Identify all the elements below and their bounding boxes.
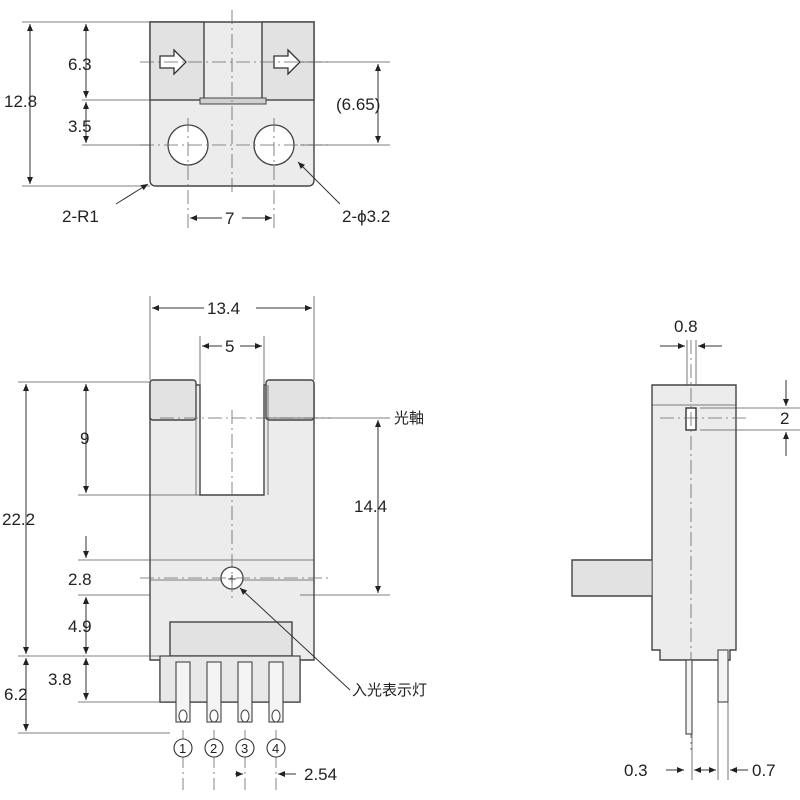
top-view: 12.8 6.3 3.5 (6.65) 7 2-R1 2-ϕ3.2	[4, 10, 390, 232]
dim-front-width: 13.4	[207, 299, 240, 318]
svg-text:1: 1	[179, 741, 186, 756]
dim-front-slot-depth: 9	[80, 429, 89, 448]
side-body	[651, 384, 737, 661]
pin-label-3: 3	[235, 738, 255, 758]
front-left-cap	[149, 379, 197, 421]
pin-1	[175, 661, 191, 723]
label-optical-axis: 光軸	[394, 409, 424, 427]
dim-top-upper: 6.3	[68, 55, 92, 74]
pin-label-2: 2	[204, 738, 224, 758]
svg-text:2: 2	[210, 741, 217, 756]
dim-top-right: (6.65)	[336, 95, 380, 114]
dim-axis-led: 14.4	[354, 497, 387, 516]
side-view: 0.8 2 0.3 0.7	[571, 317, 800, 780]
dim-front-led: 2.8	[68, 570, 92, 589]
pin-label-4: 4	[266, 738, 286, 758]
label-holes: 2-ϕ3.2	[342, 207, 390, 226]
dim-top-height: 12.8	[4, 92, 37, 111]
label-indicator: 入光表示灯	[352, 681, 427, 699]
dim-top-lower: 3.5	[68, 117, 92, 136]
pin-3	[237, 661, 253, 723]
dim-front-total: 22.2	[2, 510, 35, 529]
pin-4	[268, 661, 284, 723]
dim-pin-pitch: 2.54	[304, 765, 337, 784]
front-connector	[169, 621, 293, 657]
dim-side-pin-a: 0.3	[624, 761, 648, 780]
dim-side-aperture: 0.8	[674, 317, 698, 336]
dim-hole-pitch: 7	[225, 209, 234, 228]
dim-front-pin-body: 3.8	[48, 670, 72, 689]
dim-side-pin-b: 0.7	[752, 761, 776, 780]
side-pin	[685, 659, 693, 735]
pin-label-1: 1	[173, 738, 193, 758]
dim-front-pin-total: 6.2	[4, 685, 28, 704]
front-view: + 1 2	[2, 296, 427, 790]
side-tab	[571, 559, 652, 597]
dim-front-mid: 4.9	[68, 617, 92, 636]
side-pin	[717, 649, 729, 703]
dim-side-slit: 2	[780, 409, 789, 428]
front-right-cap	[265, 379, 315, 421]
label-radius: 2-R1	[62, 207, 99, 226]
dim-front-slot: 5	[225, 337, 234, 356]
svg-text:4: 4	[272, 741, 279, 756]
pin-2	[206, 661, 222, 723]
svg-text:3: 3	[241, 741, 248, 756]
